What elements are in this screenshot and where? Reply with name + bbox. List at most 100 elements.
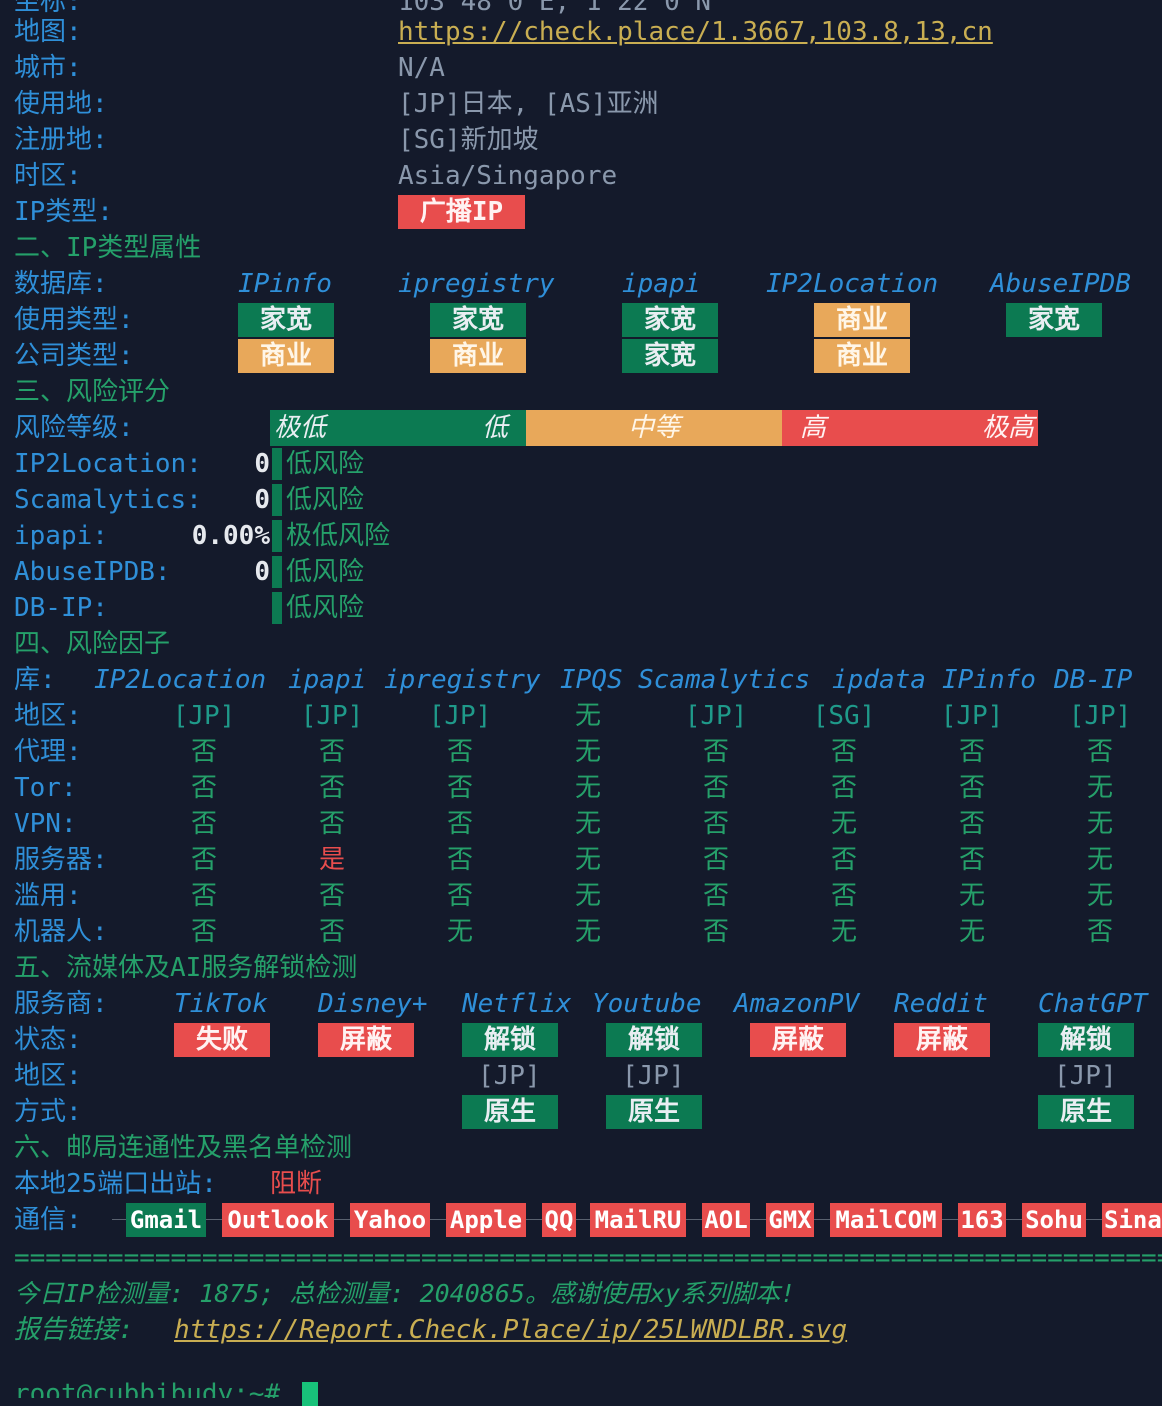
factor-cell: 否 — [446, 773, 473, 803]
mail-sina: Sina — [1102, 1203, 1162, 1237]
factor-label: VPN: — [14, 809, 77, 839]
city-label: 城市: — [14, 53, 82, 83]
risk-source-label: ipapi: — [14, 521, 108, 551]
risk-source-label: DB-IP: — [14, 593, 108, 623]
factor-cell: 否 — [318, 737, 345, 767]
provider-amazonpv: AmazonPV — [734, 989, 860, 1019]
risk-bar — [272, 592, 282, 624]
stats-line: 今日IP检测量: 1875; 总检测量: 2040865。感谢使用xy系列脚本! — [14, 1279, 796, 1308]
usage-label: 使用地: — [14, 89, 108, 119]
use-type-badge: 家宽 — [622, 303, 718, 337]
factor-cell: 否 — [318, 917, 345, 947]
factor-cell: 无 — [574, 809, 601, 839]
mail-yahoo: Yahoo — [350, 1203, 430, 1237]
factor-cell: 无 — [574, 917, 601, 947]
use-type-badge: 商业 — [814, 303, 910, 337]
section-mail-title: 六、邮局连通性及黑名单检测 — [14, 1133, 353, 1163]
mail-outlook: Outlook — [222, 1203, 334, 1237]
region-chatgpt: [JP] — [1054, 1061, 1117, 1091]
mail-mailcom: MailCOM — [830, 1203, 942, 1237]
factor-cell: 否 — [830, 773, 857, 803]
factor-cell: 否 — [702, 881, 729, 911]
factor-cell: 否 — [702, 737, 729, 767]
db-abuseipdb: AbuseIPDB — [990, 269, 1131, 299]
coord-label: 坐标: — [14, 0, 82, 17]
method-label: 方式: — [14, 1097, 82, 1127]
factor-cell: 否 — [190, 773, 217, 803]
risk-text: 低风险 — [286, 449, 365, 479]
registration-value: [SG]新加坡 — [398, 125, 539, 155]
factor-cell: 否 — [190, 737, 217, 767]
status-badge-netflix: 解锁 — [462, 1023, 558, 1057]
lib-db-ip: DB-IP — [1054, 665, 1133, 695]
risk-score: 0 — [254, 485, 270, 515]
factor-cell: 否 — [958, 809, 985, 839]
report-link[interactable]: https://Report.Check.Place/ip/25LWNDLBR.… — [174, 1315, 848, 1345]
risk-bar — [272, 520, 282, 552]
risk-bar — [272, 556, 282, 588]
factor-cell: [JP] — [300, 701, 364, 731]
factor-cell: 无 — [1086, 809, 1113, 839]
factor-cell: 否 — [446, 881, 473, 911]
section-risk-score-title: 三、风险评分 — [14, 377, 171, 407]
use-type-badge: 家宽 — [1006, 303, 1102, 337]
company-type-badge: 商业 — [814, 339, 910, 373]
company-type-badge: 商业 — [238, 339, 334, 373]
risk-level-medium: 中等 — [526, 410, 782, 446]
factor-cell: 否 — [830, 737, 857, 767]
factor-cell: [JP] — [1068, 701, 1132, 731]
factor-cell: 无 — [1086, 845, 1113, 875]
section-streaming-title: 五、流媒体及AI服务解锁检测 — [14, 953, 358, 983]
port25-label: 本地25端口出站: — [14, 1169, 217, 1199]
risk-score: 0 — [254, 449, 270, 479]
db-ipinfo: IPinfo — [238, 269, 332, 299]
provider-tiktok: TikTok — [174, 989, 268, 1019]
factor-cell: 否 — [1086, 737, 1113, 767]
factor-cell: 无 — [1086, 773, 1113, 803]
mail-gmx: GMX — [766, 1203, 814, 1237]
factor-cell: 否 — [702, 773, 729, 803]
lib-ipregistry: ipregistry — [384, 665, 541, 695]
method-badge-youtube: 原生 — [606, 1095, 702, 1129]
factor-cell: 否 — [830, 881, 857, 911]
factor-cell: 否 — [446, 737, 473, 767]
factor-cell: 无 — [574, 773, 601, 803]
use-type-badge: 家宽 — [238, 303, 334, 337]
provider-netflix: Netflix — [462, 989, 572, 1019]
factor-label: Tor: — [14, 773, 77, 803]
section-risk-factors-title: 四、风险因子 — [14, 629, 171, 659]
factor-cell: 否 — [958, 845, 985, 875]
risk-score: 0 — [254, 557, 270, 587]
timezone-value: Asia/Singapore — [398, 161, 618, 191]
factor-cell: 无 — [958, 881, 985, 911]
risk-level-low: 低 — [481, 413, 508, 443]
registration-label: 注册地: — [14, 125, 108, 155]
factor-cell: [JP] — [428, 701, 492, 731]
provider-youtube: Youtube — [592, 989, 702, 1019]
port25-value: 阻断 — [270, 1169, 323, 1199]
factor-cell: 无 — [574, 701, 601, 731]
factor-cell: 无 — [446, 917, 473, 947]
factor-cell: 否 — [318, 809, 345, 839]
factor-cell: 否 — [190, 881, 217, 911]
provider-chatgpt: ChatGPT — [1038, 989, 1148, 1019]
factor-label: 滥用: — [14, 881, 82, 911]
method-badge-chatgpt: 原生 — [1038, 1095, 1134, 1129]
risk-source-label: AbuseIPDB: — [14, 557, 171, 587]
section-ip-type-title: 二、IP类型属性 — [14, 233, 202, 263]
lib-ipqs: IPQS — [560, 665, 623, 695]
risk-source-label: Scamalytics: — [14, 485, 202, 515]
provider-label: 服务商: — [14, 989, 108, 1019]
status-badge-youtube: 解锁 — [606, 1023, 702, 1057]
factor-label: 地区: — [14, 701, 82, 731]
mail-apple: Apple — [446, 1203, 526, 1237]
map-link[interactable]: https://check.place/1.3667,103.8,13,cn — [398, 17, 993, 47]
company-type-badge: 商业 — [430, 339, 526, 373]
use-type-badge: 家宽 — [430, 303, 526, 337]
terminal-cursor[interactable] — [302, 1382, 318, 1406]
risk-level-label: 风险等级: — [14, 413, 134, 443]
status-label: 状态: — [14, 1025, 82, 1055]
coord-value: 103°48′0″E, 1°22′0″N — [398, 0, 712, 17]
factor-label: 代理: — [14, 737, 82, 767]
ip-type-label: IP类型: — [14, 197, 113, 227]
